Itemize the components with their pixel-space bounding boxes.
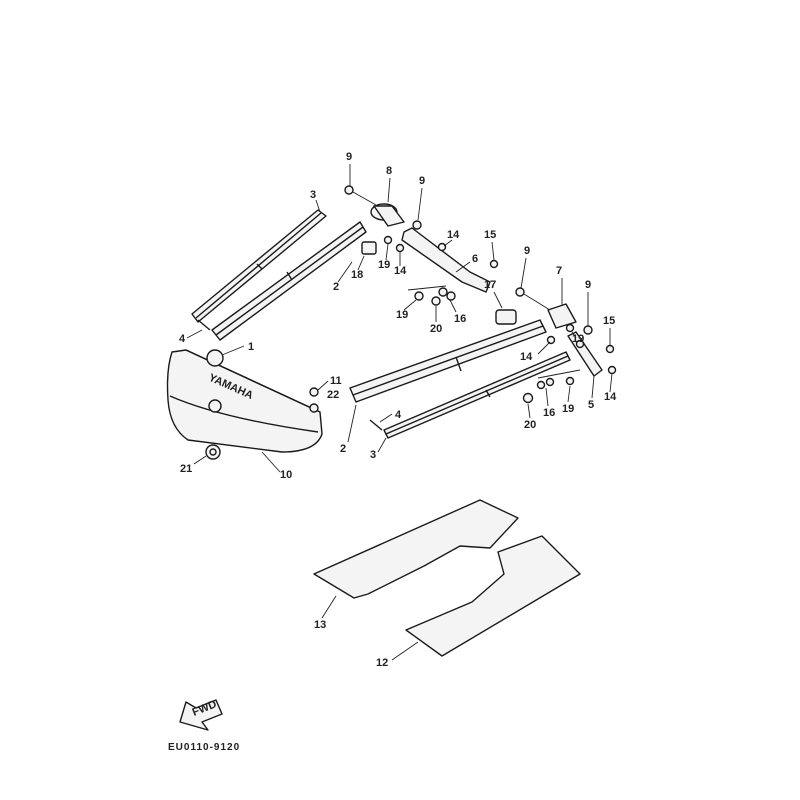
fwd-arrow-icon [179,699,223,731]
callout-15-a: 15 [484,229,496,241]
callout-9-b: 9 [419,175,425,187]
grommet-21 [205,444,221,460]
callout-9-a: 9 [346,151,352,163]
mat-13 [313,499,519,599]
callout-14-b: 14 [394,265,407,277]
callout-16-a: 16 [454,313,466,325]
callout-15-b: 15 [603,315,615,327]
mat-12 [405,535,581,657]
nut-19-a [383,235,405,253]
callout-22: 22 [327,389,339,401]
callout-7: 7 [556,265,562,277]
bolt-14-a [437,242,447,252]
callout-5: 5 [588,399,594,411]
callout-16-b: 16 [543,407,555,419]
bolt-9-top-a [344,185,377,206]
rail-3-right [383,351,571,439]
callout-13: 13 [314,619,326,631]
callout-14-d: 14 [604,391,617,403]
washers-16-20-a [407,285,456,306]
callout-20-b: 20 [524,419,536,431]
callout-21: 21 [180,463,192,475]
callout-2-left: 2 [333,281,339,293]
bracket-7 [515,287,577,329]
callout-9-d: 9 [585,279,591,291]
pin-4-left [197,319,211,331]
strut-6 [401,227,491,293]
callout-19-d: 19 [562,403,574,415]
callout-14-c: 14 [520,351,533,363]
callout-2-right: 2 [340,443,346,455]
pin-4-right [369,419,383,431]
callout-19-b: 19 [396,309,408,321]
nuts-right [546,323,617,375]
callout-12: 12 [376,657,388,669]
bracket-8 [370,203,405,227]
rail-3-left [191,209,327,323]
callout-10: 10 [280,469,292,481]
bolt-9-right [583,325,593,335]
callout-14-a: 14 [447,229,460,241]
rail-2-left [211,221,367,341]
callout-11: 11 [330,375,342,387]
callout-3-right: 3 [370,449,376,461]
callout-4-left: 4 [179,333,186,345]
bumper-10 [166,349,323,453]
callout-20-a: 20 [430,323,442,335]
bolt-15-a [489,259,499,269]
callout-3-left: 3 [310,189,316,201]
bolt-15-b [605,344,615,354]
washers-16-20-b [522,369,581,404]
callout-4-right: 4 [395,409,402,421]
callout-17: 17 [484,279,496,291]
rail-2-right [349,319,547,403]
rubber-18 [361,241,377,255]
screw-11-22 [309,387,319,413]
bolt-9-top-b [412,220,422,230]
rubber-17 [495,309,517,325]
callout-9-c: 9 [524,245,530,257]
callout-8: 8 [386,165,392,177]
callout-18: 18 [351,269,363,281]
callout-labels: 1 2 2 3 3 4 4 5 6 7 8 9 9 9 9 10 11 [179,151,617,669]
drawing-code: EU0110-9120 [168,742,240,753]
callout-6: 6 [472,253,478,265]
callout-1: 1 [248,341,254,353]
callout-19-a: 19 [378,259,390,271]
